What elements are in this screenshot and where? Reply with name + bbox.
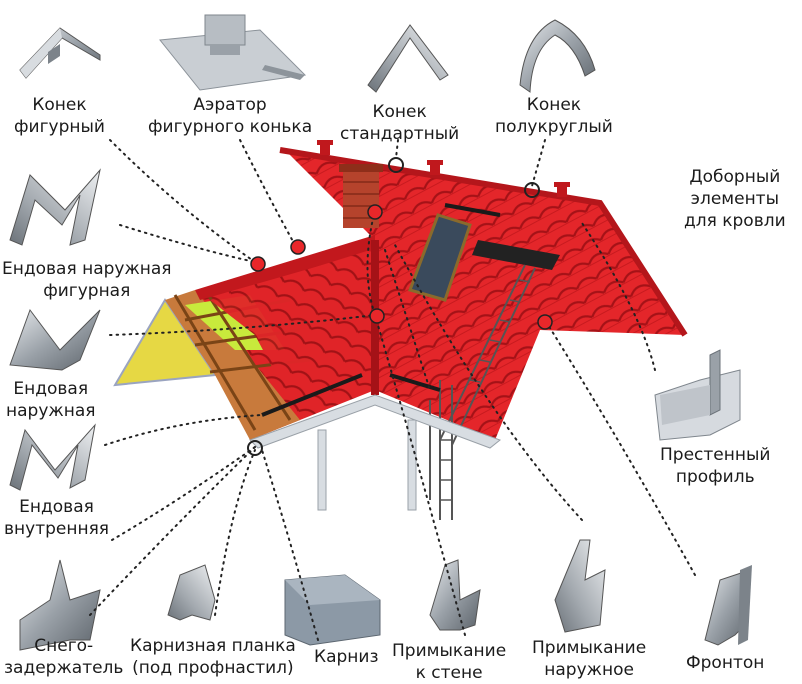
gutters [249, 394, 502, 511]
profile-endova-nar [9, 308, 101, 371]
label-konek-polukrugly: Конек полукруглый [495, 95, 613, 137]
label-primyk-stene: Примыкание к стене [392, 641, 507, 683]
profile-aerator [159, 14, 307, 91]
profile-endova-nar-fig [9, 168, 101, 246]
house-illustration [113, 140, 688, 520]
profile-prestenny [654, 349, 741, 441]
profile-konek-figurny [19, 27, 101, 79]
profile-primyk-stene [429, 559, 481, 631]
snow-guards [261, 203, 501, 417]
label-primyk-nar: Примыкание наружное [532, 638, 647, 680]
profile-karniz-planka [167, 564, 216, 621]
profile-karniz [284, 574, 381, 646]
profile-konek-standart [367, 24, 449, 93]
label-karniz-planka: Карнизная планка (под профнастил) [130, 636, 296, 678]
label-dobornye: Доборный элементы для кровли [684, 167, 786, 231]
callout-markers [247, 157, 540, 456]
label-karniz: Карниз [314, 647, 379, 667]
skylight-window [408, 213, 472, 302]
label-endova-vnutr: Ендовая внутренняя [4, 497, 110, 539]
label-endova-nar: Ендовая наружная [6, 379, 96, 421]
profile-primyk-nar [554, 539, 606, 633]
label-prestenny: Престенный профиль [660, 445, 771, 487]
rafter-cutaway [165, 290, 300, 440]
callout-dots [250, 204, 553, 330]
front-roof-upper [210, 250, 370, 420]
label-snego: Снего- задержатель [4, 636, 124, 678]
profile-endova-vnutr [9, 423, 96, 491]
profile-fronton [704, 565, 752, 646]
profile-snego [19, 559, 101, 651]
roof-walkway [472, 240, 560, 270]
leader-lines [89, 139, 696, 641]
profile-konek-polukrugly [519, 19, 596, 93]
main-roof-slope [285, 150, 685, 440]
label-endova-nar-fig: Ендовая наружная фигурная [2, 259, 172, 301]
label-aerator: Аэратор фигурного конька [148, 95, 313, 137]
front-ridge [195, 235, 375, 300]
main-ridge [279, 147, 688, 337]
label-konek-figurny: Конек фигурный [14, 95, 105, 137]
ridge-aerators [317, 140, 570, 197]
label-konek-standart: Конек стандартный [340, 102, 460, 144]
label-fronton: Фронтон [686, 653, 765, 673]
